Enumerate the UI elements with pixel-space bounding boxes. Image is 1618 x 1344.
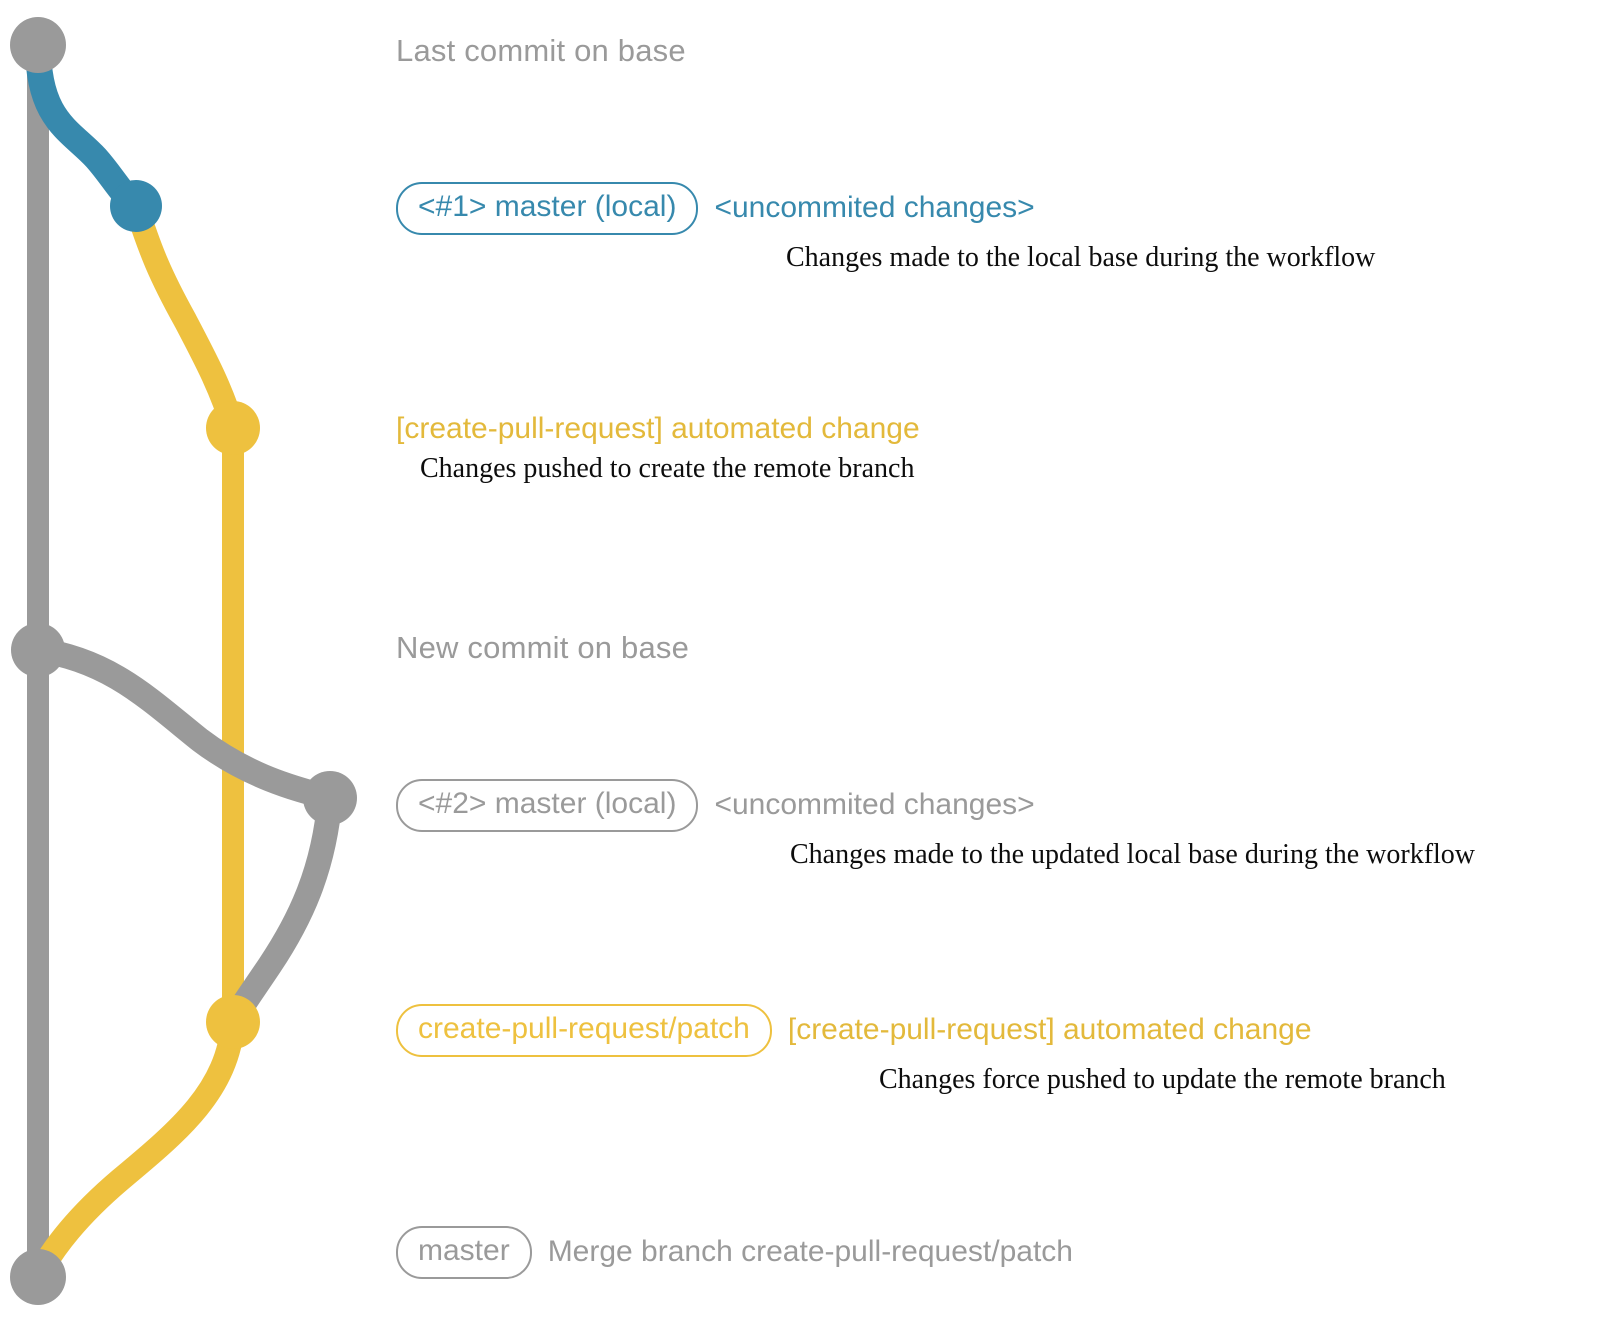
edge-local1-to-remote1 bbox=[124, 194, 245, 440]
edge-base2-to-local2 bbox=[25, 637, 343, 811]
commit-node-base-2[interactable] bbox=[11, 623, 65, 677]
branch-badge-master[interactable]: master bbox=[396, 1226, 532, 1279]
row-merge-commit: master Merge branch create-pull-request/… bbox=[396, 1226, 1073, 1279]
commit-subject-2: [create-pull-request] automated change bbox=[396, 412, 920, 445]
row-local-commit-1: <#1> master (local) <uncommited changes>… bbox=[396, 182, 1375, 274]
commit-subject-4: [create-pull-request] automated change bbox=[787, 1013, 1312, 1047]
commit-node-merge[interactable] bbox=[10, 1249, 66, 1305]
commit-subject-1: <uncommited changes> bbox=[714, 191, 1035, 225]
row-3-label-line: <#2> master (local) <uncommited changes> bbox=[396, 779, 1475, 832]
edge-local2-to-remote2 bbox=[220, 785, 343, 1035]
row-4-label-line: create-pull-request/patch [create-pull-r… bbox=[396, 1004, 1446, 1057]
edge-remote2-to-merge bbox=[26, 1010, 245, 1289]
commit-node-local-2[interactable] bbox=[303, 771, 357, 825]
heading-last-commit-label: Last commit on base bbox=[396, 33, 686, 68]
commit-subject-3: <uncommited changes> bbox=[714, 788, 1035, 822]
row-remote-commit-1: [create-pull-request] automated change C… bbox=[396, 412, 920, 485]
row-2-label-line: [create-pull-request] automated change bbox=[396, 412, 920, 446]
branch-badge-create-pull-request-patch[interactable]: create-pull-request/patch bbox=[396, 1004, 772, 1057]
row-remote-commit-2: create-pull-request/patch [create-pull-r… bbox=[396, 1004, 1446, 1096]
commit-node-base-1[interactable] bbox=[10, 17, 66, 73]
commit-graph bbox=[10, 17, 357, 1305]
row-1-label-line: <#1> master (local) <uncommited changes> bbox=[396, 182, 1375, 235]
commit-node-remote-1[interactable] bbox=[206, 401, 260, 455]
row-5-label-line: master Merge branch create-pull-request/… bbox=[396, 1226, 1073, 1279]
commit-subject-5: Merge branch create-pull-request/patch bbox=[547, 1235, 1073, 1269]
edge-base-to-local1 bbox=[25, 32, 149, 219]
commit-description-2: Changes pushed to create the remote bran… bbox=[420, 453, 915, 484]
heading-new-commit-label: New commit on base bbox=[396, 630, 690, 665]
commit-node-local-1[interactable] bbox=[110, 180, 162, 232]
commit-description-1: Changes made to the local base during th… bbox=[786, 241, 1376, 273]
heading-last-commit-on-base: Last commit on base bbox=[396, 33, 686, 69]
branch-badge-master-local-1[interactable]: <#1> master (local) bbox=[396, 182, 699, 235]
heading-new-commit-on-base: New commit on base bbox=[396, 630, 689, 666]
commit-node-remote-2[interactable] bbox=[206, 995, 260, 1049]
branch-badge-master-local-2[interactable]: <#2> master (local) bbox=[396, 779, 699, 832]
commit-description-4: Changes force pushed to update the remot… bbox=[879, 1063, 1446, 1095]
commit-description-3: Changes made to the updated local base d… bbox=[790, 838, 1476, 870]
row-local-commit-2: <#2> master (local) <uncommited changes>… bbox=[396, 779, 1475, 871]
